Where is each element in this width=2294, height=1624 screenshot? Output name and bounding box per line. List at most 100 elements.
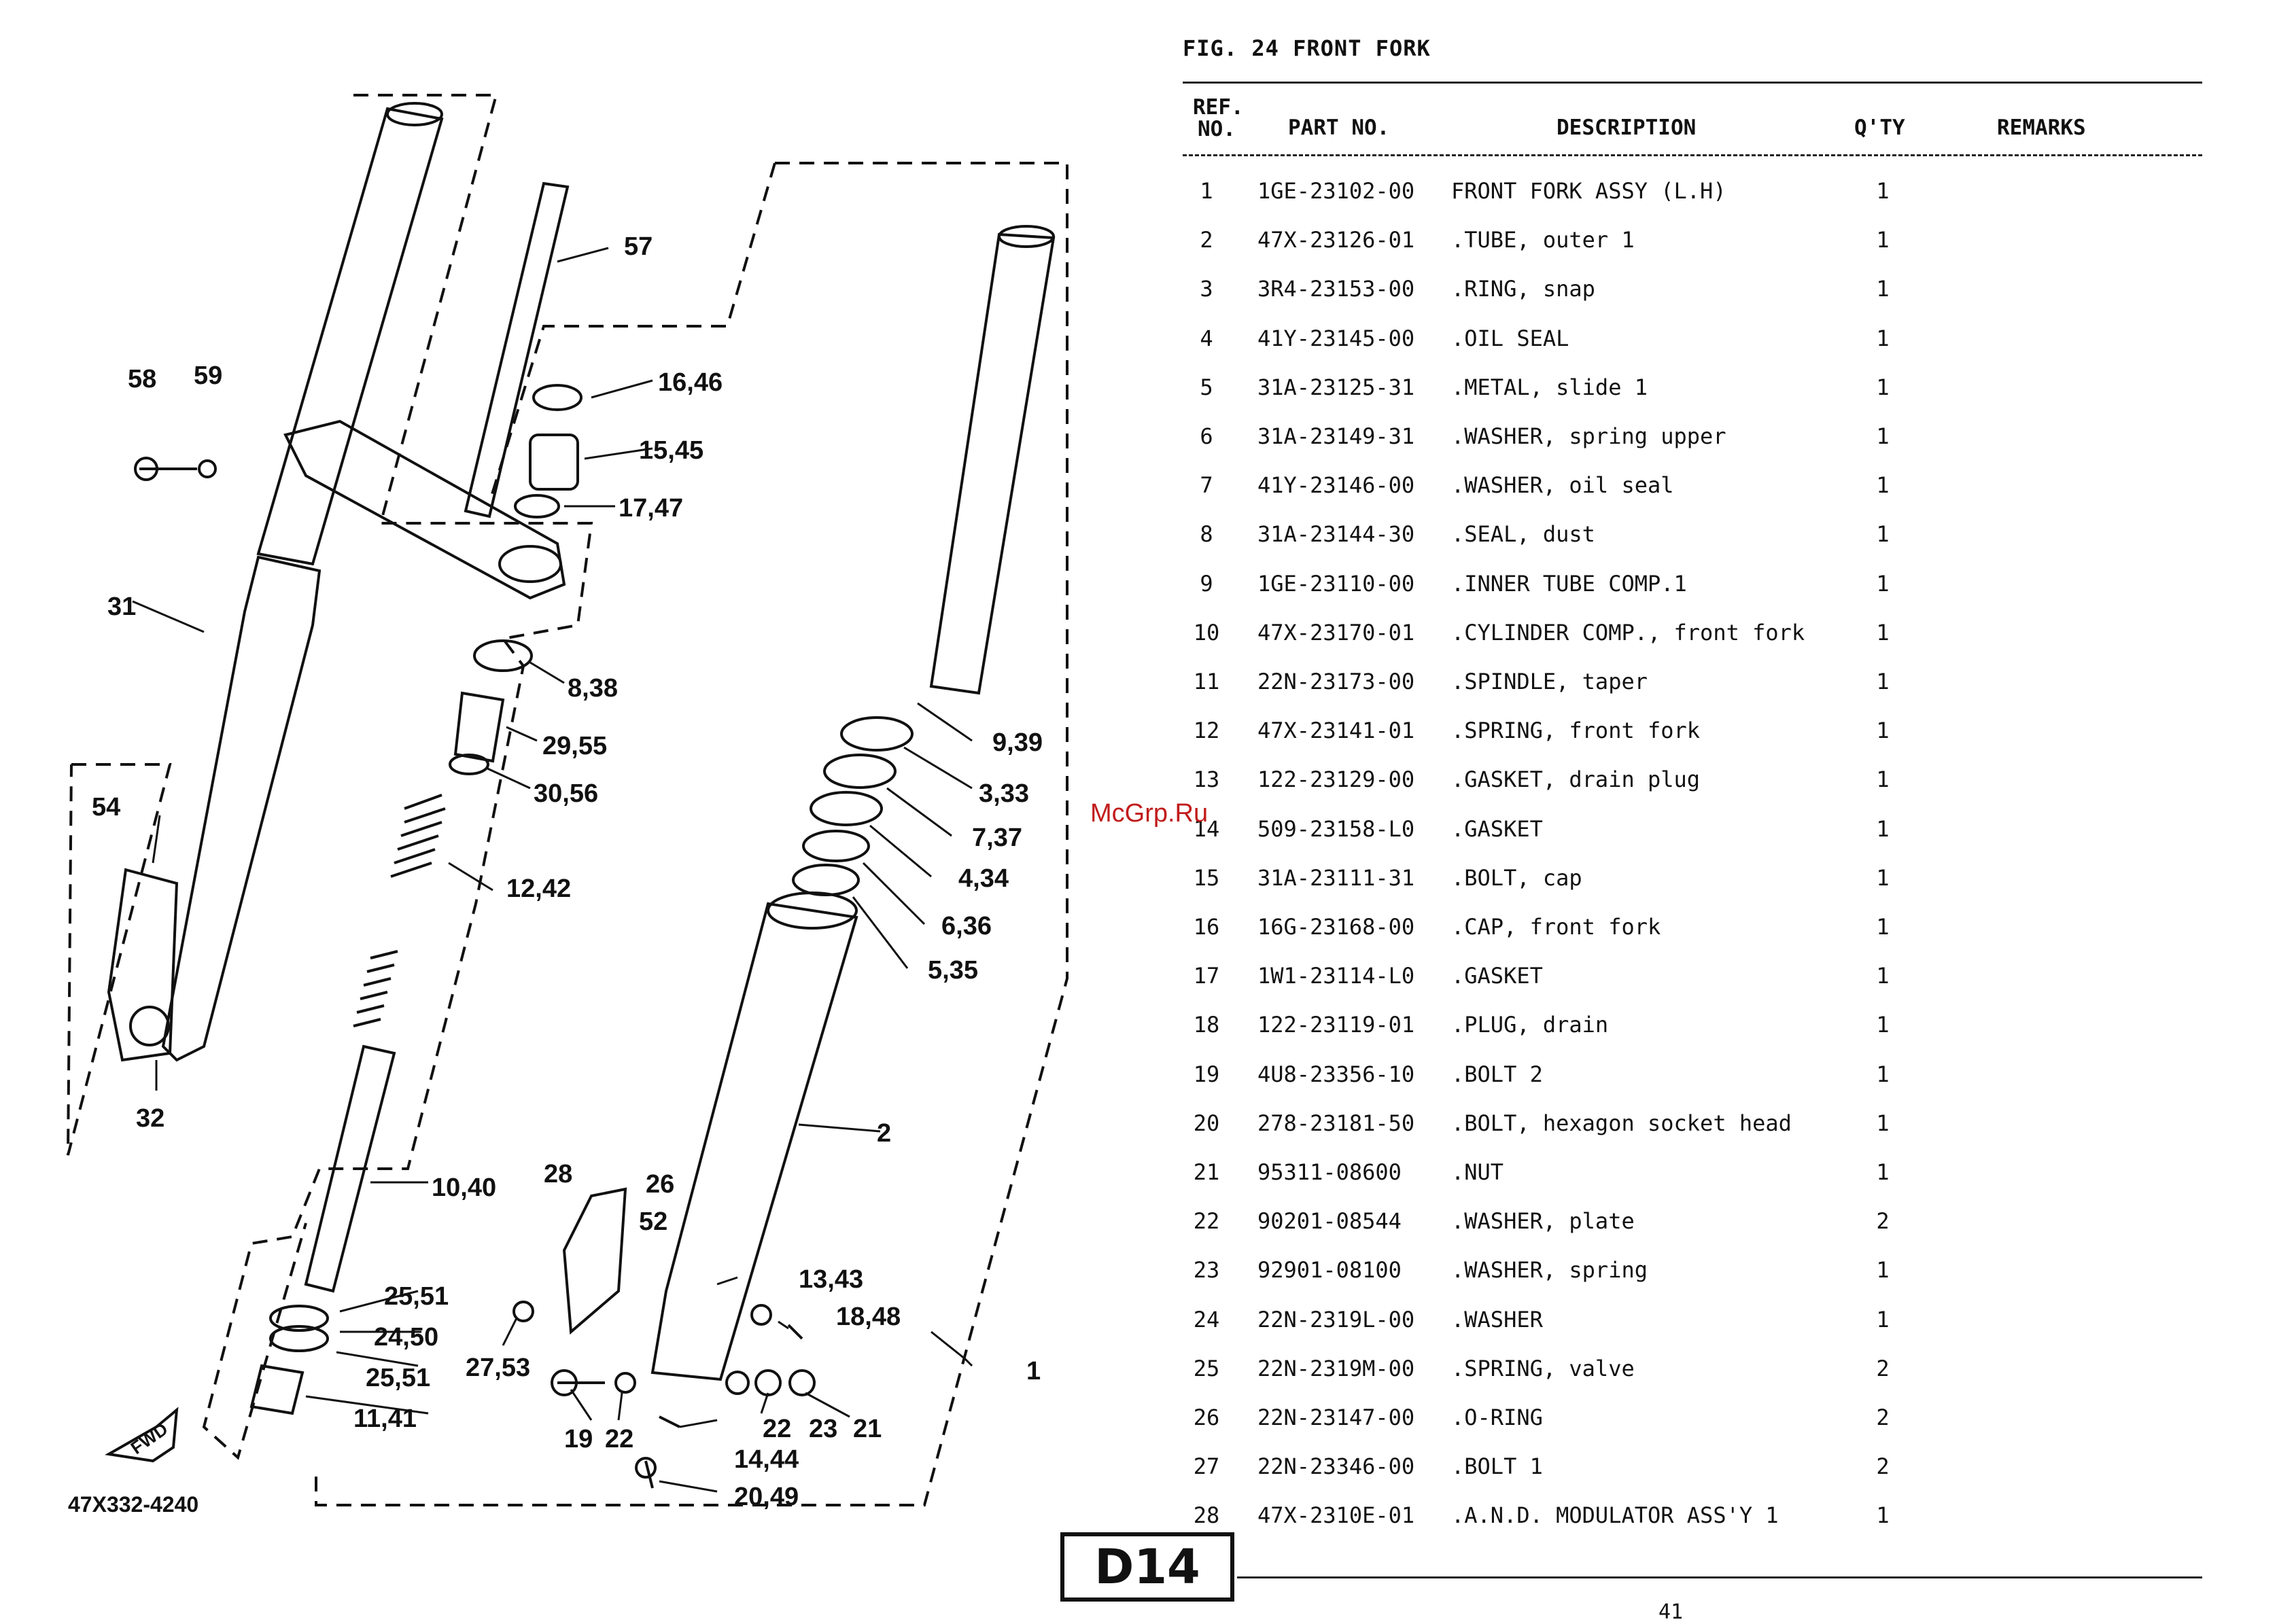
callout-58: 58 xyxy=(128,365,156,393)
ref-cell: 6 xyxy=(1200,423,1213,449)
washer-22 xyxy=(725,1371,750,1395)
ref-cell: 5 xyxy=(1200,374,1213,400)
callout-9-39: 9,39 xyxy=(992,728,1043,757)
callout-15-45: 15,45 xyxy=(639,436,703,465)
callout-2: 2 xyxy=(877,1119,891,1148)
description-cell: .O-RING xyxy=(1451,1405,1543,1430)
header-ref-line2: NO. xyxy=(1198,117,1236,141)
spindle-11 xyxy=(249,1364,305,1415)
callout-52: 52 xyxy=(639,1207,667,1236)
callout-17-47: 17,47 xyxy=(619,494,683,523)
drain-plug-18 xyxy=(787,1324,803,1340)
ref-cell: 27 xyxy=(1193,1453,1220,1480)
callout-54: 54 xyxy=(92,793,120,822)
ref-cell: 23 xyxy=(1193,1257,1220,1284)
leader-lines xyxy=(132,247,973,1493)
description-cell: .A.N.D. MODULATOR ASS'Y 1 xyxy=(1451,1502,1779,1529)
part-no-cell: 41Y-23146-00 xyxy=(1257,472,1415,499)
part-no-cell: 22N-2319L-00 xyxy=(1257,1306,1415,1332)
part-no-cell: 122-23119-01 xyxy=(1257,1012,1415,1038)
ref-cell: 12 xyxy=(1193,718,1220,744)
callout-11-41: 11,41 xyxy=(353,1405,417,1433)
bolt-20 xyxy=(644,1460,654,1489)
callout-8-38: 8,38 xyxy=(568,674,618,703)
bolt-27 xyxy=(512,1301,534,1322)
oil-seal-4 xyxy=(810,791,883,826)
qty-cell: 1 xyxy=(1876,1159,1890,1185)
seal-8 xyxy=(473,639,533,672)
description-cell: .WASHER, plate xyxy=(1451,1208,1635,1235)
ref-cell: 3 xyxy=(1200,276,1213,302)
ref-cell: 21 xyxy=(1193,1159,1220,1185)
ref-cell: 14 xyxy=(1193,815,1220,842)
callout-24-50: 24,50 xyxy=(374,1323,438,1352)
callout-23: 23 xyxy=(809,1415,837,1443)
qty-cell: 2 xyxy=(1876,1405,1890,1430)
callout-57: 57 xyxy=(624,232,653,261)
description-cell: .BOLT, cap xyxy=(1451,864,1582,891)
qty-cell: 1 xyxy=(1876,1110,1890,1136)
table-top-rule xyxy=(1183,82,2202,84)
callout-18-48: 18,48 xyxy=(836,1303,901,1331)
qty-cell: 1 xyxy=(1876,718,1890,744)
callout-21: 21 xyxy=(853,1415,882,1443)
table-row: 7 41Y-23146-00 .WASHER, oil seal 1 xyxy=(1183,472,2202,513)
callout-31: 31 xyxy=(107,593,136,621)
ref-cell: 7 xyxy=(1200,472,1213,499)
qty-cell: 2 xyxy=(1876,1453,1890,1480)
callout-32: 32 xyxy=(136,1104,164,1133)
part-no-cell: 95311-08600 xyxy=(1257,1159,1402,1185)
ref-cell: 18 xyxy=(1193,1012,1220,1038)
qty-cell: 1 xyxy=(1876,472,1890,499)
ref-cell: 22 xyxy=(1193,1208,1220,1235)
description-cell: .WASHER, oil seal xyxy=(1451,472,1674,499)
diagram-code: 47X332-4240 xyxy=(68,1492,198,1517)
stem-57 xyxy=(464,181,570,518)
qty-cell: 1 xyxy=(1876,1306,1890,1332)
part-no-cell: 122-23129-00 xyxy=(1257,766,1415,793)
part-no-cell: 47X-23141-01 xyxy=(1257,718,1415,744)
spacer-29 xyxy=(453,691,505,763)
header-qty: Q'TY xyxy=(1854,116,1905,140)
callout-16-46: 16,46 xyxy=(658,368,723,397)
ref-cell: 13 xyxy=(1193,766,1220,793)
qty-cell: 1 xyxy=(1876,864,1890,891)
qty-cell: 1 xyxy=(1876,963,1890,989)
ref-cell: 2 xyxy=(1200,227,1213,253)
description-cell: FRONT FORK ASSY (L.H) xyxy=(1451,178,1726,204)
description-cell: .GASKET xyxy=(1451,815,1543,842)
qty-cell: 1 xyxy=(1876,815,1890,842)
callout-27-53: 27,53 xyxy=(466,1354,530,1382)
callout-1: 1 xyxy=(1026,1357,1041,1385)
part-no-cell: 31A-23111-31 xyxy=(1257,864,1415,891)
caliper-32 xyxy=(107,868,179,1062)
description-cell: .CYLINDER COMP., front fork xyxy=(1451,619,1805,646)
callout-14-44: 14,44 xyxy=(734,1445,799,1474)
nut-21 xyxy=(788,1369,816,1396)
bottom-rule xyxy=(1237,1576,2202,1578)
part-no-cell: 22N-23346-00 xyxy=(1257,1453,1415,1480)
part-no-cell: 90201-08544 xyxy=(1257,1208,1402,1235)
callout-5-35: 5,35 xyxy=(928,956,978,985)
inner-tube-9 xyxy=(929,232,1056,695)
description-cell: .WASHER, spring upper xyxy=(1451,423,1726,449)
part-no-cell: 278-23181-50 xyxy=(1257,1110,1415,1136)
description-cell: .SEAL, dust xyxy=(1451,521,1595,548)
description-cell: .WASHER xyxy=(1451,1306,1543,1332)
spring-12 xyxy=(353,794,446,1027)
ref-cell: 16 xyxy=(1193,914,1220,940)
description-cell: .METAL, slide 1 xyxy=(1451,374,1648,400)
page-number: 41 xyxy=(1658,1600,1684,1624)
callout-22a: 22 xyxy=(605,1425,633,1453)
qty-cell: 1 xyxy=(1876,570,1890,597)
callout-19: 19 xyxy=(564,1425,593,1453)
qty-cell: 1 xyxy=(1876,276,1890,302)
washer-24 xyxy=(269,1325,329,1352)
